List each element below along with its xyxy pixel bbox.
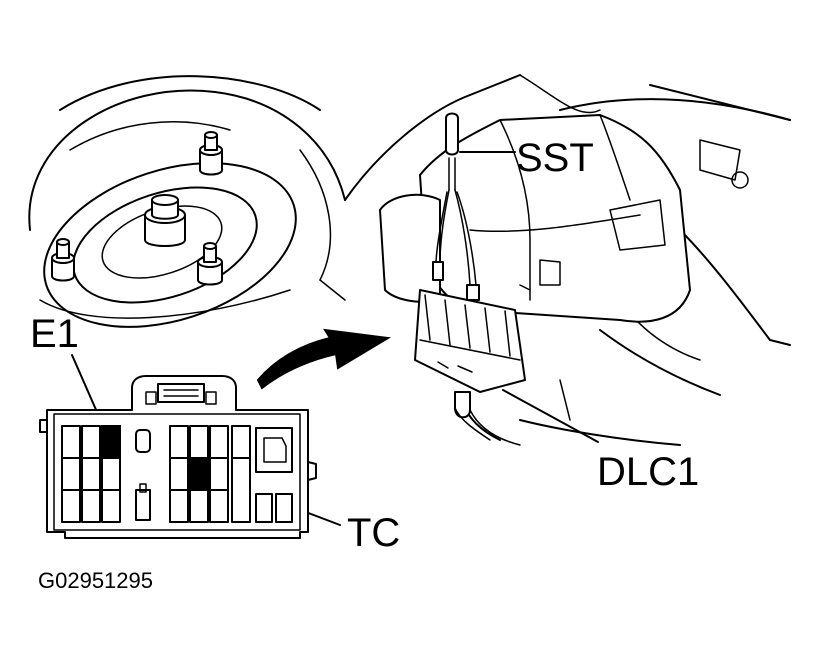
e1-label: E1 bbox=[30, 312, 79, 356]
strut-stud-top bbox=[199, 131, 223, 176]
dlc1-face-enlarged bbox=[39, 375, 317, 539]
arrow-to-dlc1 bbox=[256, 328, 391, 390]
tc-pin bbox=[189, 457, 209, 491]
e1-pin bbox=[101, 425, 121, 459]
dlc1-label: DLC1 bbox=[597, 450, 700, 494]
sst-probe bbox=[432, 112, 480, 301]
strut-center-nut bbox=[144, 194, 186, 247]
figure-code: G02951295 bbox=[38, 568, 153, 593]
sst-label: SST bbox=[516, 136, 594, 180]
tc-label: TC bbox=[347, 511, 401, 555]
strut-stud-bottom bbox=[197, 242, 223, 286]
dlc1-connector bbox=[379, 193, 526, 446]
strut-stud-left bbox=[51, 238, 75, 282]
relay-box bbox=[419, 114, 691, 323]
dlc1-leader-line bbox=[502, 389, 599, 443]
